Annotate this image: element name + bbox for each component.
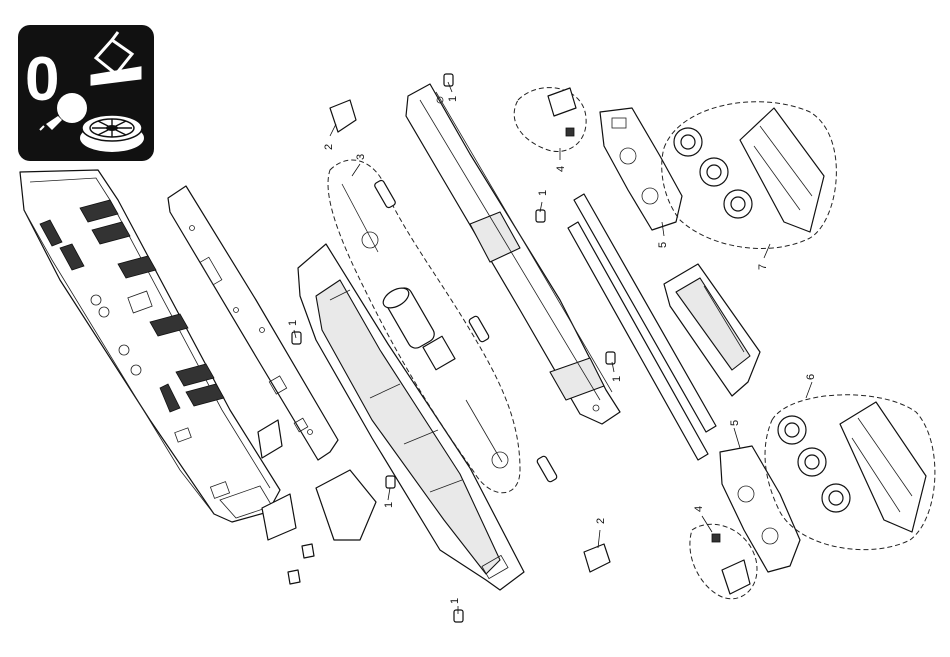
callout-label: 1 — [447, 96, 459, 102]
callout-label: 1 — [611, 376, 623, 382]
service-digit: 0 — [25, 45, 59, 114]
bracket-top — [330, 100, 356, 132]
callout-label: 1 — [383, 502, 395, 508]
contact-group-top — [514, 88, 586, 152]
callout-label: 7 — [757, 264, 769, 270]
callout-label: 1 — [449, 598, 461, 604]
callout-label: 2 — [323, 144, 335, 150]
bracket-bottom — [584, 544, 610, 572]
callout-label: 2 — [595, 518, 607, 524]
callout-label: 4 — [693, 506, 705, 512]
bogie-bottom — [720, 446, 800, 572]
callout-label: 6 — [805, 374, 817, 380]
callout-label: 5 — [729, 420, 741, 426]
callout-label: 5 — [657, 242, 669, 248]
callout-label: 4 — [555, 166, 567, 172]
callout-label: 1 — [537, 190, 549, 196]
bogie-top — [600, 108, 682, 230]
locomotive-body-shell — [20, 170, 280, 522]
wheel-icon — [80, 115, 144, 152]
wheelset-group-top — [662, 102, 837, 249]
callout-label: 3 — [355, 154, 367, 160]
service-icon-panel: 0 — [18, 25, 154, 161]
callout-label: 1 — [287, 320, 299, 326]
